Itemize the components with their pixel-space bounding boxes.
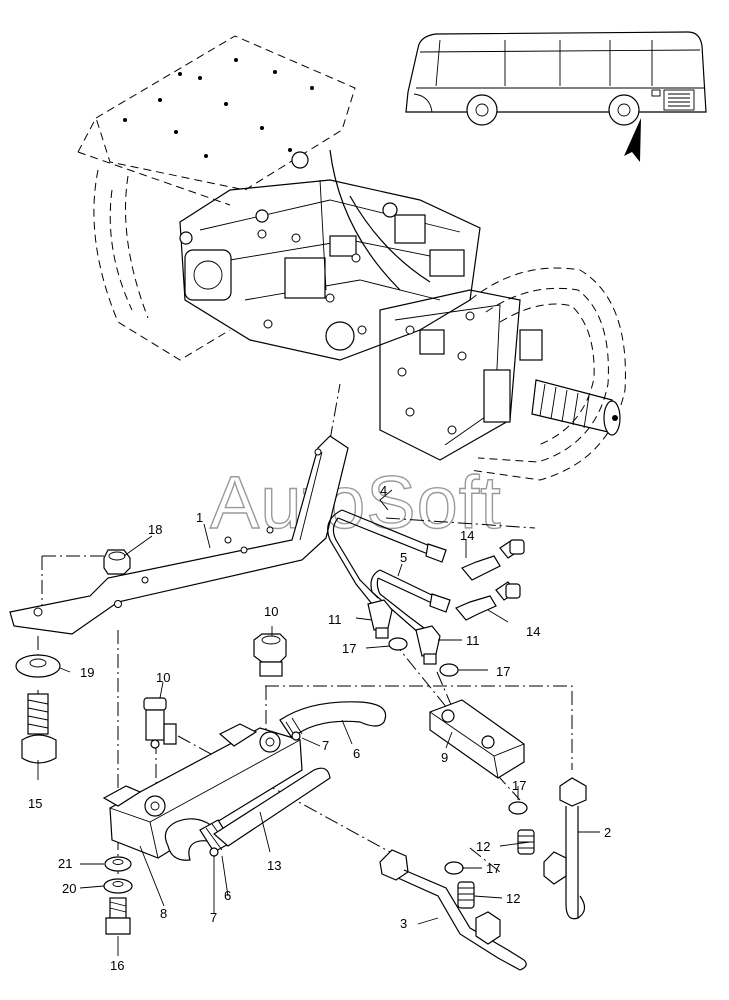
part-16-bolt <box>105 897 131 935</box>
part-5-pipe <box>370 569 451 635</box>
callout-5: 5 <box>400 550 407 565</box>
part-7-clamp-lower <box>209 847 219 857</box>
part-15-bolt <box>21 693 57 764</box>
callout-20: 20 <box>62 881 76 896</box>
part-2-pipe <box>543 777 587 920</box>
part-9-distribution-block <box>429 699 525 779</box>
callout-14-upper: 14 <box>460 528 474 543</box>
callout-leader-lines <box>37 489 600 956</box>
callout-2: 2 <box>604 825 611 840</box>
part-11-fitting-left <box>367 599 393 639</box>
callout-11-right: 11 <box>466 633 480 648</box>
part-1-mounting-bracket <box>9 435 349 635</box>
part-13-tube <box>212 767 331 847</box>
part-19-washer <box>15 654 61 678</box>
part-12-fitting-upper <box>517 829 535 855</box>
location-arrow-icon <box>624 118 641 162</box>
callout-10-left: 10 <box>156 670 170 685</box>
part-18-nut <box>103 549 131 575</box>
callout-16: 16 <box>110 958 124 973</box>
part-17-washer-a <box>388 637 408 651</box>
callout-9: 9 <box>441 750 448 765</box>
part-11-fitting-right <box>415 625 441 665</box>
part-14-elbow-lower <box>455 581 521 621</box>
callout-6-upper: 6 <box>353 746 360 761</box>
part-17-washer-c <box>508 801 528 815</box>
callout-4: 4 <box>380 483 387 498</box>
callout-12-lower: 12 <box>506 891 520 906</box>
part-17-washer-d <box>444 861 464 875</box>
callout-7-upper: 7 <box>322 738 329 753</box>
callout-17-d: 17 <box>486 861 500 876</box>
part-6-hose-upper <box>279 701 387 739</box>
part-12-fitting-lower <box>457 881 475 909</box>
callout-3: 3 <box>400 916 407 931</box>
bus-locator-illustration <box>405 31 707 162</box>
part-17-washer-b <box>439 663 459 677</box>
callout-8: 8 <box>160 906 167 921</box>
part-10-fitting-top <box>253 633 287 677</box>
callout-6-lower: 6 <box>224 888 231 903</box>
part-21-washer <box>104 856 132 872</box>
callout-11-left: 11 <box>328 612 342 627</box>
part-8-manifold-block <box>102 723 303 859</box>
callout-12-upper: 12 <box>476 839 490 854</box>
callout-19: 19 <box>80 665 94 680</box>
callout-1: 1 <box>196 510 203 525</box>
callout-18: 18 <box>148 522 162 537</box>
callout-21: 21 <box>58 856 72 871</box>
callout-7-lower: 7 <box>210 910 217 925</box>
part-14-elbow-upper <box>461 539 525 581</box>
callout-17-c: 17 <box>512 778 526 793</box>
part-7-clamp-upper <box>291 731 301 741</box>
callout-13: 13 <box>267 858 281 873</box>
callout-labels: 1 2 3 4 5 6 6 7 7 8 9 10 10 11 11 12 12 … <box>28 483 611 973</box>
callout-14-lower: 14 <box>526 624 540 639</box>
part-4-pipe <box>327 509 447 605</box>
part-20-washer <box>103 878 133 894</box>
callout-15: 15 <box>28 796 42 811</box>
part-10-fitting-left <box>143 697 177 749</box>
watermark-text: AutoSoft <box>210 461 502 544</box>
callout-17-a: 17 <box>342 641 356 656</box>
part-3-pipe <box>379 849 527 971</box>
callout-17-b: 17 <box>496 664 510 679</box>
callout-10-top: 10 <box>264 604 278 619</box>
transmission-illustration <box>77 35 626 481</box>
